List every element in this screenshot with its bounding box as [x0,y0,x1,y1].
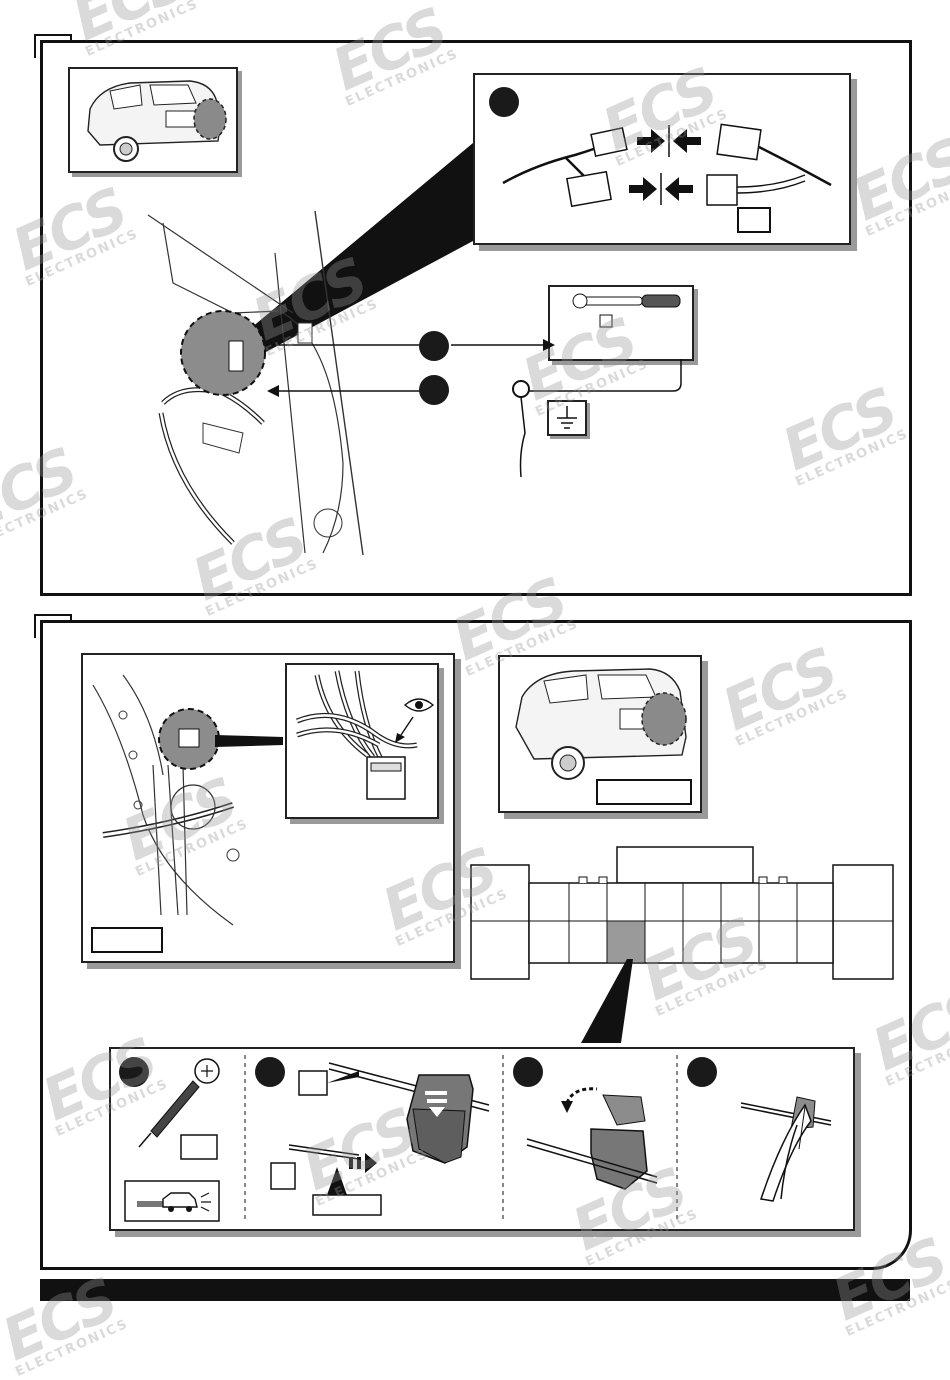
car-label-box [596,779,692,805]
pinout-grid [471,883,893,964]
strip-separators [244,1055,678,1223]
connector-label-box [737,207,771,233]
substep-2-badge [255,1057,285,1087]
harness-location-inset [81,653,455,963]
pin-pointer-wedge [581,959,633,1043]
splice-connector-insert-illustration [270,1062,490,1216]
substep-1-badge [119,1057,149,1087]
car-headlight-icon [137,1192,211,1212]
tool-step-badge [419,331,449,361]
connector-pinout-diagram [470,846,894,980]
ground-step-badge [419,375,449,405]
ground-symbol-box [547,400,587,436]
tools-inset [548,285,694,361]
harness-location-label [91,927,163,953]
ground-symbol-icon [557,406,577,429]
detail-pointer-wedge [233,143,473,361]
car-rear-illustration-2 [515,668,687,780]
pliers-crimp-illustration [740,1096,832,1202]
car-rear-overview-inset [68,67,238,173]
connector-closeup-inset [285,663,439,819]
splice-connector-close-illustration [526,1087,658,1190]
footer-bar [40,1279,910,1301]
connector-closeup-illustration [296,670,435,800]
rear-side-panel-illustration [147,210,364,556]
ratchet-wrench-icon [572,293,681,328]
car-rear-overview-inset-2 [498,655,702,813]
substep-3-badge [513,1057,543,1087]
eye-icon [403,698,435,712]
detail-badge [489,87,519,117]
harness-location-illustration [92,674,283,926]
ground-wire-routing [265,339,682,478]
splice-instruction-strip [109,1047,855,1231]
step-1-panel [40,40,912,596]
mounting-location-highlight [180,310,266,396]
car-rear-illustration [87,80,227,162]
connector-location-highlight [158,708,220,770]
push-arrows-icon [629,125,701,205]
substep-4-badge [687,1057,717,1087]
step-2-panel [40,620,912,1270]
connector-detail-inset [473,73,851,245]
connector-mating-illustration [502,123,832,208]
